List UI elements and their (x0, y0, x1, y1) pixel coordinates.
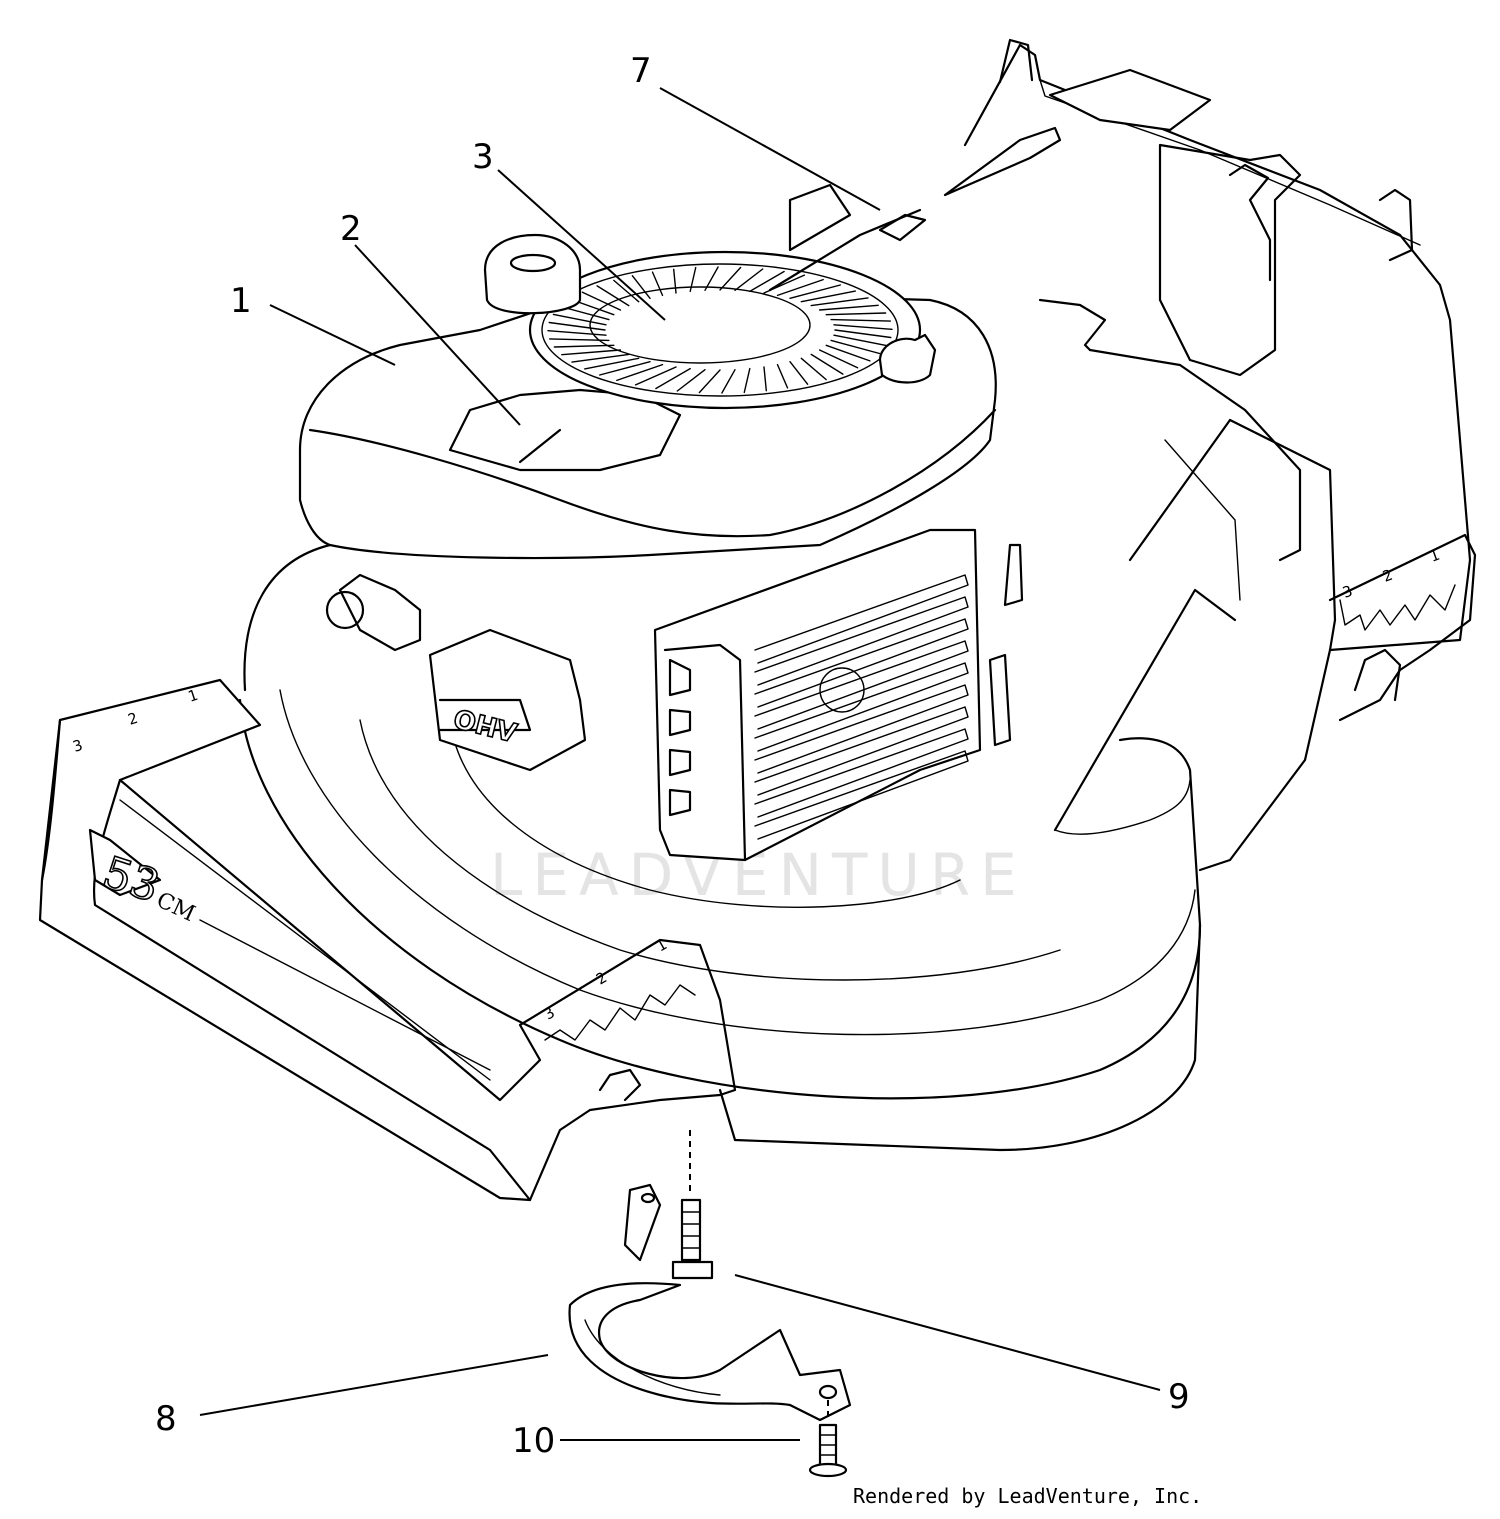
mower-deck (238, 543, 1202, 1152)
fan-fin (825, 312, 887, 316)
grille-slat (754, 596, 969, 686)
fan-fin (776, 363, 789, 389)
fan-fin (596, 285, 630, 307)
callout-leaders (199, 87, 1161, 1441)
rear-deck-assembly: 3 2 1 (963, 38, 1477, 872)
callout-2: 2 (340, 209, 362, 249)
fan-fin (743, 367, 751, 394)
front-bumper: 53 CM 3 2 1 3 2 1 (38, 678, 737, 1202)
fan-fin (548, 321, 606, 331)
fan-fin (631, 275, 651, 299)
fan-fin (721, 369, 736, 394)
fan-fin (800, 290, 856, 303)
engine: OHV (298, 68, 1212, 862)
baffle-bracket (568, 1183, 852, 1422)
fan-fin (834, 329, 892, 339)
render-credit: Rendered by LeadVenture, Inc. (853, 1484, 1202, 1508)
fan-fin (800, 357, 827, 381)
fan-fin (549, 338, 610, 342)
fan-fin (553, 344, 615, 348)
fan-fin (698, 369, 721, 394)
grille-slat (754, 662, 969, 752)
callout-7: 7 (630, 51, 652, 91)
front-right-scale-1: 1 (653, 935, 670, 955)
fan-fin (833, 324, 893, 330)
fan-fin (830, 318, 891, 322)
fan-fin (581, 291, 622, 311)
deck-decal-unit: CM (152, 888, 198, 927)
fan-fin (825, 344, 871, 362)
fan-fin (616, 363, 664, 382)
fan-fin (689, 266, 697, 293)
fan-fin (763, 366, 767, 392)
fan-fin (734, 268, 764, 291)
fan-fin (776, 278, 824, 297)
fan-fin (719, 266, 742, 291)
fan-fin (833, 334, 888, 347)
fan-fin (613, 279, 640, 303)
fan-fin (789, 284, 841, 299)
callout-3: 3 (472, 137, 494, 177)
grille-slat (754, 706, 969, 796)
fan-fin (818, 304, 879, 311)
fan-fin (571, 353, 630, 363)
grille-slat (754, 684, 969, 774)
bolt (671, 1130, 714, 1280)
fan-fin (561, 349, 622, 356)
fan-fin (547, 330, 607, 336)
callout-9: 9 (1168, 1377, 1190, 1417)
fan-fin (552, 313, 607, 326)
fan-fin (584, 357, 640, 370)
fan-fin (599, 361, 651, 376)
grille-slat (754, 728, 969, 818)
grille-slat (754, 574, 969, 664)
callout-1: 1 (230, 281, 252, 321)
fan-fin (810, 353, 844, 375)
grille-slat (754, 750, 969, 840)
callout-8: 8 (155, 1399, 177, 1439)
callout-10: 10 (512, 1421, 555, 1461)
fan-fin (673, 268, 677, 294)
fan-fin (676, 369, 706, 392)
fan-fin (704, 266, 719, 291)
callout-labels: 1 2 3 7 8 9 10 (155, 51, 1190, 1461)
fan-fin (830, 339, 881, 355)
grille-slat (754, 618, 969, 708)
rear-scale-3: 3 (1340, 582, 1355, 602)
fan-fin (810, 297, 869, 307)
front-right-scale-3: 3 (541, 1003, 558, 1023)
screw (808, 1400, 848, 1478)
fan-fin (634, 366, 677, 386)
fan-fin (651, 271, 664, 297)
fan-fin (655, 367, 691, 390)
rear-scale-1: 1 (1427, 546, 1442, 566)
fan-fin (789, 361, 809, 385)
fan-fin (749, 270, 785, 293)
fan-fin (818, 349, 859, 369)
